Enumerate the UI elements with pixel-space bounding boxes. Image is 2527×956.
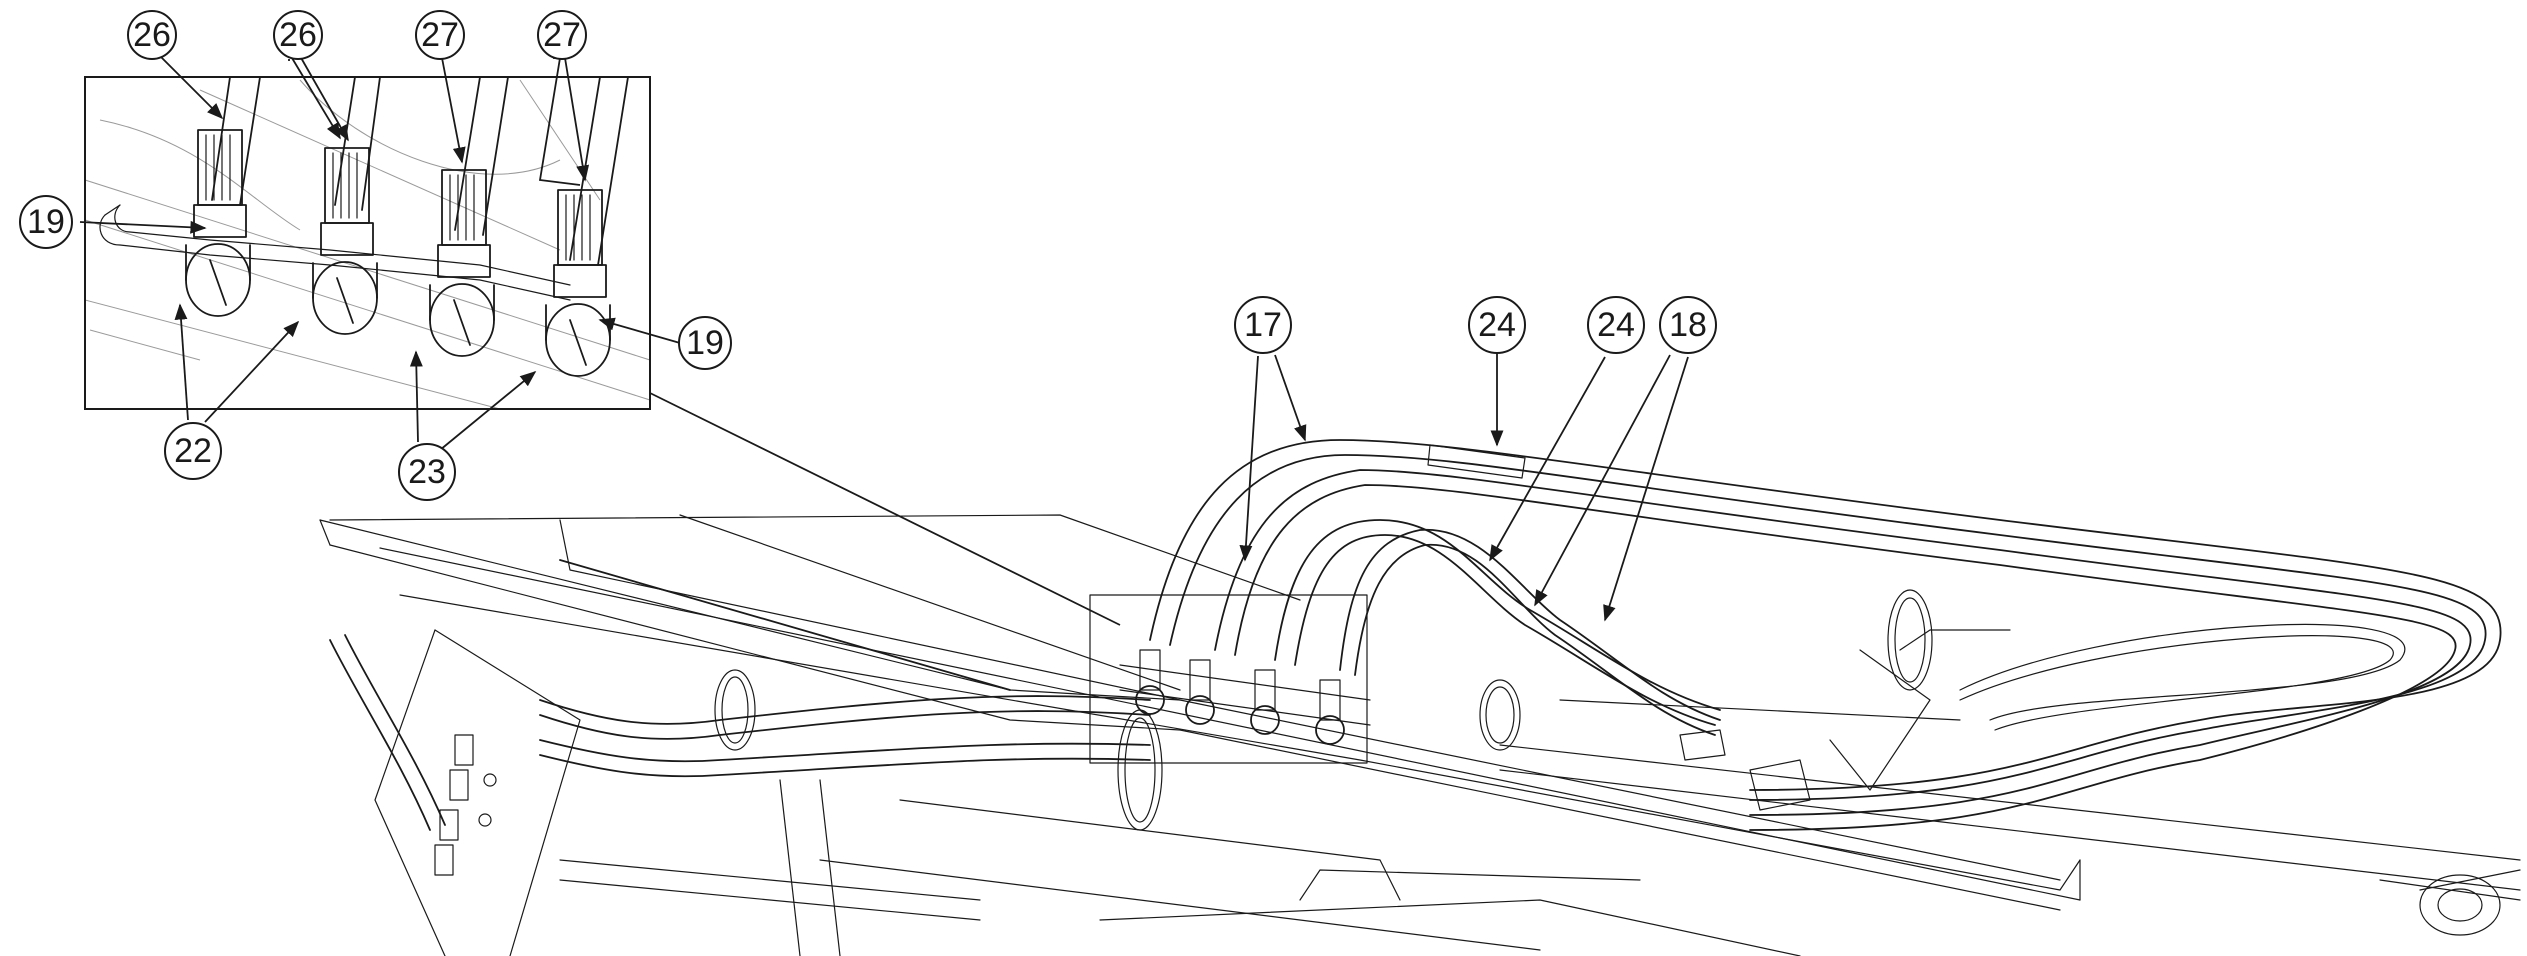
inset-coupling-2: [312, 147, 378, 335]
callout-22: 22: [164, 422, 222, 480]
callout-17: 17: [1234, 296, 1292, 354]
svg-text:22: 22: [174, 432, 212, 470]
detail-reference-box: [1089, 594, 1368, 764]
svg-text:19: 19: [27, 203, 65, 241]
callout-27-right: 27: [537, 10, 587, 60]
callout-24-right: 24: [1587, 296, 1645, 354]
svg-text:23: 23: [408, 453, 446, 491]
detail-inset: [84, 76, 651, 410]
callout-18: 18: [1659, 296, 1717, 354]
svg-text:27: 27: [421, 16, 459, 54]
hose-bundle: [329, 439, 2502, 831]
callout-23: 23: [398, 443, 456, 501]
callout-19-left: 19: [19, 195, 73, 249]
valve-block: [434, 734, 497, 876]
svg-text:18: 18: [1669, 306, 1707, 344]
svg-text:19: 19: [686, 324, 724, 362]
svg-text:26: 26: [133, 16, 171, 54]
svg-text:24: 24: [1597, 306, 1635, 344]
inset-coupling-4: [545, 189, 611, 377]
callout-26-left: 26: [127, 10, 177, 60]
callout-24-left: 24: [1468, 296, 1526, 354]
machine-frame: [319, 514, 2521, 956]
main-view-couplers: [1119, 649, 1371, 745]
callout-19-right: 19: [678, 316, 732, 370]
svg-text:24: 24: [1478, 306, 1516, 344]
svg-text:17: 17: [1244, 306, 1282, 344]
svg-text:27: 27: [543, 16, 581, 54]
inset-coupling-3: [429, 169, 495, 357]
svg-text:26: 26: [279, 16, 317, 54]
callout-26-right: 26: [273, 10, 323, 60]
leader-lines: [79, 55, 1689, 622]
detail-connector-line: [649, 392, 1121, 626]
callout-27-left: 27: [415, 10, 465, 60]
